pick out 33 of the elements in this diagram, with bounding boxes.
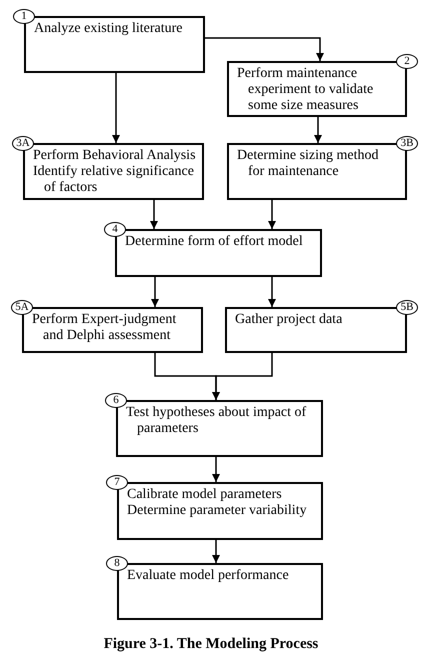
step-number: 3B bbox=[396, 136, 418, 151]
step-text: Identify relative significance of factors bbox=[33, 164, 195, 196]
step-number: 4 bbox=[104, 222, 126, 237]
arrow bbox=[268, 200, 276, 229]
figure-caption: Figure 3-1. The Modeling Process bbox=[102, 635, 320, 653]
arrow bbox=[150, 200, 158, 229]
step-text: Perform Expert-judgment and Delphi assessment bbox=[32, 312, 178, 344]
step-text: Analyze existing literature bbox=[34, 21, 184, 37]
step-text: Perform maintenance experiment to validate some size measures bbox=[237, 66, 374, 114]
step-number: 2 bbox=[396, 54, 418, 69]
arrow bbox=[314, 117, 322, 143]
step-text: Determine parameter variability bbox=[127, 503, 308, 519]
step-number: 8 bbox=[106, 556, 128, 571]
arrow bbox=[212, 353, 273, 400]
step-number: 6 bbox=[105, 393, 127, 408]
arrow bbox=[212, 540, 220, 563]
step-number: 7 bbox=[106, 475, 128, 490]
arrow bbox=[112, 73, 120, 143]
step-text: Determine sizing method for maintenance bbox=[237, 148, 380, 180]
step-number: 1 bbox=[13, 9, 35, 24]
arrow bbox=[151, 277, 159, 307]
step-text: Perform Behavioral Analysis bbox=[33, 148, 197, 164]
step-text: Gather project data bbox=[235, 312, 344, 328]
step-number: 3A bbox=[12, 136, 34, 151]
step-text: Evaluate model performance bbox=[127, 568, 290, 584]
arrow bbox=[268, 277, 276, 307]
arrow bbox=[205, 37, 324, 61]
step-number: 5A bbox=[11, 300, 33, 315]
step-text: Test hypotheses about impact of parameters bbox=[126, 405, 308, 437]
step-number: 5B bbox=[396, 300, 418, 315]
arrow bbox=[212, 457, 220, 482]
step-text: Determine form of effort model bbox=[125, 234, 304, 250]
step-text: Calibrate model parameters bbox=[127, 487, 283, 503]
